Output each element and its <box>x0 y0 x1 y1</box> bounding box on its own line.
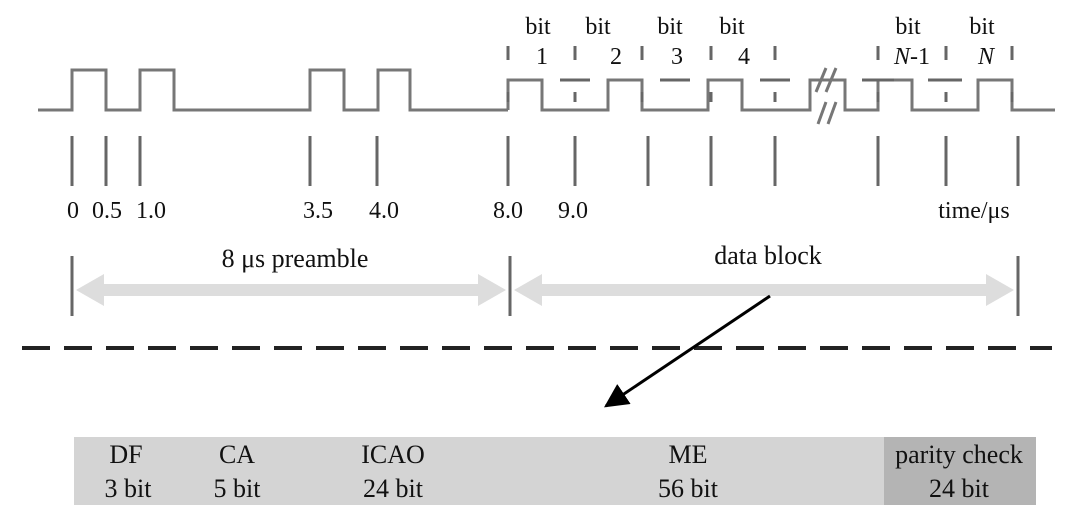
bit-1-index: 1 <box>536 44 548 70</box>
time-label-9-0: 9.0 <box>558 198 588 224</box>
data-block-double-arrow <box>514 274 1014 306</box>
time-label-0: 0 <box>67 198 79 224</box>
bit-2-index: 2 <box>610 44 622 70</box>
field-icao-bits: 24 bit <box>363 474 424 503</box>
bit-n-minus-1-n: N <box>893 44 912 70</box>
field-ca-name: CA <box>219 440 255 469</box>
pulse-waveform <box>38 67 1055 125</box>
preamble-double-arrow <box>76 274 506 306</box>
bit-1-word: bit <box>525 14 551 40</box>
fields-background <box>74 437 884 505</box>
bit-n-minus-1-suffix: -1 <box>910 44 930 70</box>
data-block-label: data block <box>714 241 822 270</box>
field-icao-name: ICAO <box>361 440 425 469</box>
time-label-0-5: 0.5 <box>92 198 122 224</box>
time-tick-marks <box>70 136 1020 186</box>
field-me-bits: 56 bit <box>658 474 719 503</box>
field-df-name: DF <box>109 440 142 469</box>
message-fields: DF 3 bit CA 5 bit ICAO 24 bit ME 56 bit … <box>74 437 1036 505</box>
time-label-1-0: 1.0 <box>136 198 166 224</box>
bit-4-word: bit <box>719 14 745 40</box>
bit-n-word: bit <box>969 14 995 40</box>
field-me-name: ME <box>669 440 708 469</box>
bit-3-word: bit <box>657 14 683 40</box>
bit-n-minus-1-index: N-1 <box>893 44 930 70</box>
expand-pointer-arrow <box>604 294 771 408</box>
bit-3-index: 3 <box>671 44 683 70</box>
field-parity-name: parity check <box>895 440 1023 469</box>
time-label-3-5: 3.5 <box>303 198 333 224</box>
axis-break-marks <box>814 67 838 125</box>
time-label-4-0: 4.0 <box>369 198 399 224</box>
bit-slot-dividers <box>506 46 1014 102</box>
bit-n-index: N <box>977 44 996 70</box>
field-parity-bits: 24 bit <box>929 474 990 503</box>
field-df-bits: 3 bit <box>105 474 153 503</box>
bit-4-index: 4 <box>738 44 750 70</box>
time-labels: 0 0.5 1.0 3.5 4.0 8.0 9.0 time/μs <box>67 198 1010 224</box>
preamble-pulse-train <box>38 68 508 112</box>
bit-labels: bit 1 bit 2 bit 3 bit 4 bit N-1 bit N <box>525 14 996 70</box>
parity-field-background <box>884 437 1036 505</box>
preamble-label: 8 μs preamble <box>222 244 369 273</box>
bit-n-minus-1-word: bit <box>895 14 921 40</box>
field-ca-bits: 5 bit <box>214 474 262 503</box>
span-arrows: 8 μs preamble data block <box>70 241 1020 316</box>
time-axis-unit: time/μs <box>938 198 1010 224</box>
data-pulse-train <box>506 78 1055 112</box>
bit-2-word: bit <box>585 14 611 40</box>
time-label-8-0: 8.0 <box>493 198 523 224</box>
